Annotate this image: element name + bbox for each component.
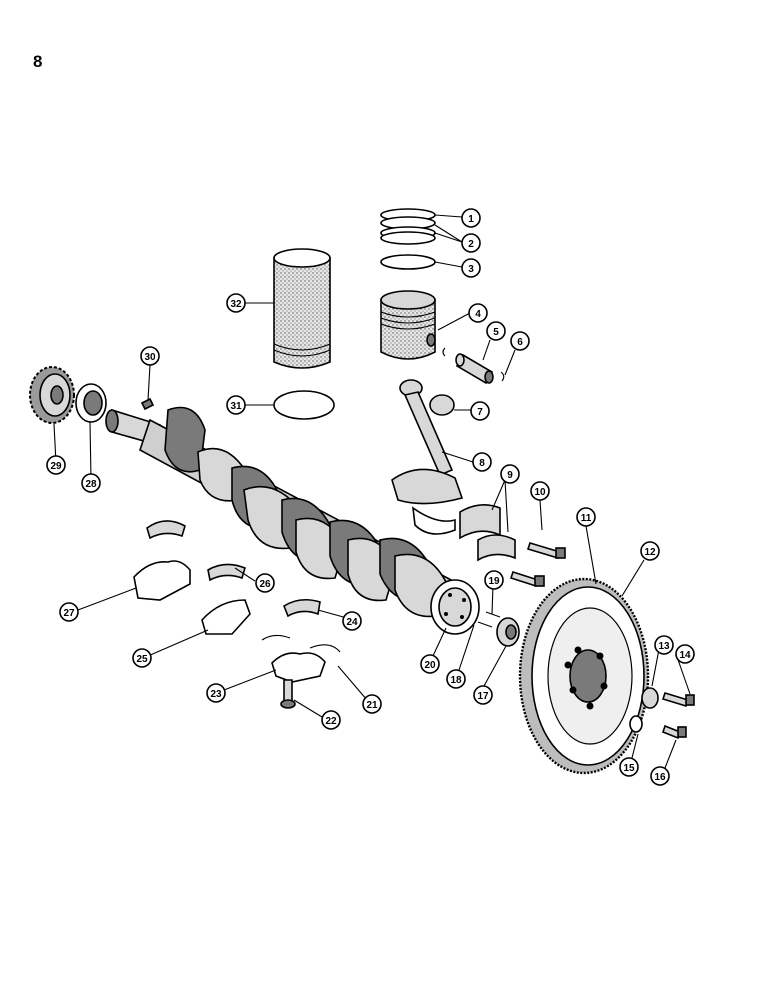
callout-20: 20 <box>420 654 440 674</box>
main-bearing-cap-intermediate <box>201 599 251 635</box>
callout-8: 8 <box>472 452 492 472</box>
main-bearing-1 <box>146 520 186 540</box>
pilot-bearing <box>496 617 520 647</box>
dowel-pin <box>485 611 501 618</box>
callout-3: 3 <box>461 258 481 278</box>
callout-18-label: 18 <box>450 675 462 686</box>
callout-13-label: 13 <box>658 641 670 652</box>
callout-12: 12 <box>640 541 660 561</box>
connecting-rod <box>391 379 464 535</box>
callout-15: 15 <box>619 757 639 777</box>
callout-25-label: 25 <box>136 654 148 665</box>
callout-22: 22 <box>321 710 341 730</box>
callout-9-label: 9 <box>507 470 513 481</box>
callout-19: 19 <box>484 570 504 590</box>
cylinder-sleeve <box>273 248 331 369</box>
crankshaft <box>105 406 472 622</box>
callout-6: 6 <box>510 331 530 351</box>
callout-31: 31 <box>226 395 246 415</box>
callout-17-label: 17 <box>477 691 489 702</box>
callout-24-label: 24 <box>346 617 358 628</box>
callout-32: 32 <box>226 293 246 313</box>
callout-1: 1 <box>461 208 481 228</box>
callout-27: 27 <box>59 602 79 622</box>
callout-22-label: 22 <box>325 716 337 727</box>
rod-bearing-upper <box>459 504 501 540</box>
callout-3-label: 3 <box>468 264 474 275</box>
callout-8-label: 8 <box>479 458 485 469</box>
callout-21-label: 21 <box>366 700 378 711</box>
leader-lines <box>53 214 691 769</box>
callout-20-label: 20 <box>424 660 436 671</box>
callout-30-label: 30 <box>144 352 156 363</box>
callout-14: 14 <box>675 644 695 664</box>
callout-15-label: 15 <box>623 763 635 774</box>
piston-pin <box>455 353 494 385</box>
callout-23: 23 <box>206 683 226 703</box>
callout-24: 24 <box>342 611 362 631</box>
page-number: 8 <box>33 52 43 71</box>
rod-bolts <box>509 542 566 588</box>
callout-27-label: 27 <box>63 608 75 619</box>
callout-2: 2 <box>461 233 481 253</box>
callout-25: 25 <box>132 648 152 668</box>
callout-29: 29 <box>46 455 66 475</box>
callout-5-label: 5 <box>493 327 499 338</box>
callout-4: 4 <box>468 303 488 323</box>
main-bearing-3 <box>283 598 321 618</box>
piston <box>380 290 436 360</box>
dowel-pin-2 <box>477 621 493 628</box>
callout-31-label: 31 <box>230 401 242 412</box>
callout-13: 13 <box>654 635 674 655</box>
callout-10-label: 10 <box>534 487 546 498</box>
callout-16-label: 16 <box>654 772 666 783</box>
main-bearing-2 <box>207 563 246 582</box>
pin-retainer-left <box>442 347 446 357</box>
callout-28-label: 28 <box>85 479 97 490</box>
callout-29-label: 29 <box>50 461 62 472</box>
callout-32-label: 32 <box>230 299 242 310</box>
callout-11: 11 <box>576 507 596 527</box>
sleeve-seal-ring <box>273 390 335 420</box>
crankshaft-key <box>140 397 155 411</box>
callout-16: 16 <box>650 766 670 786</box>
rod-bearing-lower <box>477 534 516 562</box>
piston-rings <box>380 208 436 270</box>
main-bearing-cap-rear <box>133 560 191 601</box>
thrust-washer-right <box>309 644 341 653</box>
flywheel-bolts <box>629 687 695 740</box>
main-cap-bolt <box>280 679 296 709</box>
callout-2-label: 2 <box>468 239 474 250</box>
callout-9: 9 <box>500 464 520 484</box>
callout-4-label: 4 <box>475 309 481 320</box>
callout-6-label: 6 <box>517 337 523 348</box>
callout-10: 10 <box>530 481 550 501</box>
crankshaft-front-seal <box>75 383 107 423</box>
thrust-washer-left <box>261 634 291 641</box>
callout-28: 28 <box>81 473 101 493</box>
callout-26-label: 26 <box>259 579 271 590</box>
callout-30: 30 <box>140 346 160 366</box>
flywheel <box>518 577 650 775</box>
main-bearing-cap-center <box>271 652 326 683</box>
callout-7: 7 <box>470 401 490 421</box>
callout-12-label: 12 <box>644 547 656 558</box>
callout-1-label: 1 <box>468 214 474 225</box>
pin-retainer-right <box>500 371 505 382</box>
callout-23-label: 23 <box>210 689 222 700</box>
rod-bushing <box>429 394 455 416</box>
callout-17: 17 <box>473 685 493 705</box>
callout-14-label: 14 <box>679 650 691 661</box>
callout-11-label: 11 <box>581 513 592 524</box>
crankshaft-flange <box>430 579 480 635</box>
crankshaft-gear <box>29 366 75 424</box>
callout-26: 26 <box>255 573 275 593</box>
callout-5: 5 <box>486 321 506 341</box>
callout-21: 21 <box>362 694 382 714</box>
callout-7-label: 7 <box>477 407 483 418</box>
callout-18: 18 <box>446 669 466 689</box>
callout-19-label: 19 <box>488 576 500 587</box>
